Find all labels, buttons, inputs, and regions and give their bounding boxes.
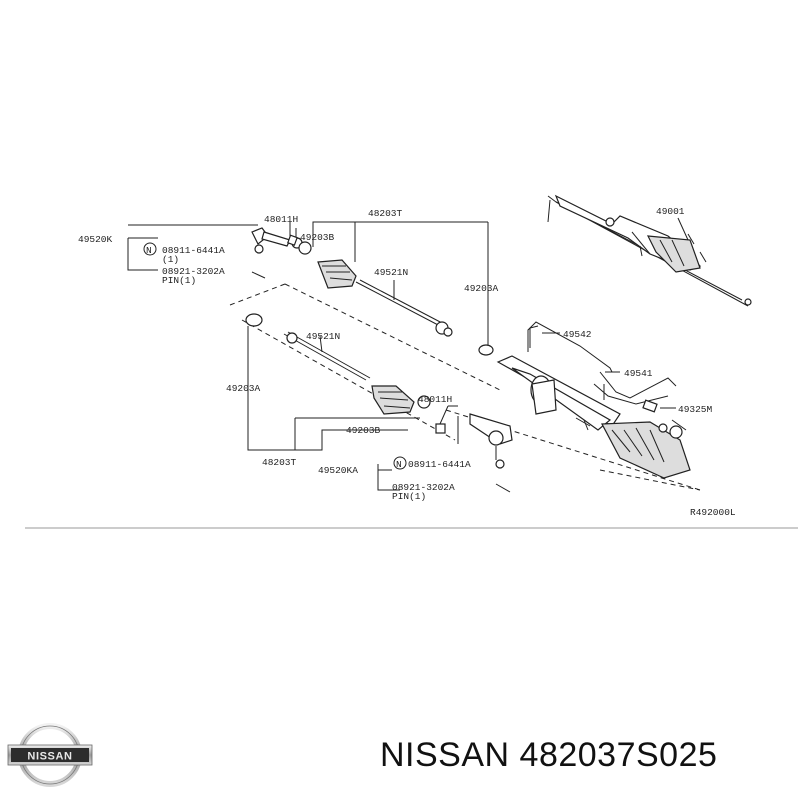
- nissan-logo: NISSAN: [7, 723, 93, 787]
- label-48011h-upper: 48011H: [264, 214, 298, 225]
- label-08921-upper: 08921-3202A: [162, 266, 225, 277]
- label-reference-code: R492000L: [690, 507, 736, 518]
- rack-housing: [496, 355, 691, 479]
- label-49203a-upper: 49203A: [464, 283, 499, 294]
- svg-text:N: N: [396, 459, 402, 470]
- label-pin-upper: PIN(1): [162, 275, 196, 286]
- hydraulic-lines: [527, 321, 677, 413]
- complete-rack-assembly: [547, 194, 752, 307]
- label-48203t-upper: 48203T: [368, 208, 403, 219]
- label-48011h-lower: 48011H: [418, 394, 452, 405]
- label-48203t-lower: 48203T: [262, 457, 297, 468]
- lower-tie-rod-group: N: [245, 313, 513, 493]
- label-08911-upper: 08911-6441A: [162, 245, 225, 256]
- label-49520ka: 49520KA: [318, 465, 358, 476]
- part-number-title: NISSAN 482037S025: [380, 736, 718, 774]
- dashed-axis-left-low: [241, 319, 456, 441]
- label-49542: 49542: [563, 329, 592, 340]
- label-49203b-upper: 49203B: [300, 232, 335, 243]
- label-pin-lower: PIN(1): [392, 491, 426, 502]
- label-49203b-lower: 49203B: [346, 425, 381, 436]
- svg-text:N: N: [146, 245, 152, 256]
- label-49541: 49541: [624, 368, 653, 379]
- upper-tie-rod-group: N: [127, 221, 494, 356]
- label-49521n-upper: 49521N: [374, 267, 408, 278]
- label-qty-upper: (1): [162, 254, 179, 265]
- label-49001: 49001: [656, 206, 685, 217]
- label-08911-lower: 08911-6441A: [408, 459, 471, 470]
- dashed-axis-left: [229, 283, 286, 306]
- logo-text: NISSAN: [27, 751, 72, 763]
- label-49520k: 49520K: [78, 234, 113, 245]
- label-49521n-lower: 49521N: [306, 331, 340, 342]
- dashed-axis-top: [284, 283, 501, 391]
- label-08921-lower: 08921-3202A: [392, 482, 455, 493]
- label-49203a-lower: 49203A: [226, 383, 261, 394]
- label-49325m: 49325M: [678, 404, 713, 415]
- dashed-axis-right: [599, 469, 701, 491]
